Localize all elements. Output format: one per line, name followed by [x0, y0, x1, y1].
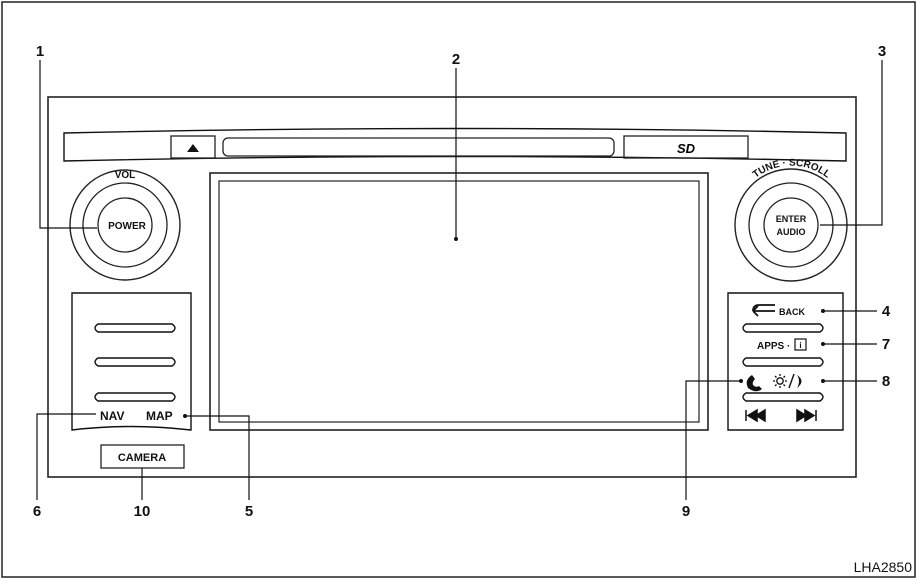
power-label: POWER — [108, 221, 147, 232]
back-button[interactable]: BACK — [752, 304, 805, 317]
sd-card-slot[interactable] — [623, 135, 749, 159]
left-button-1[interactable] — [94, 323, 176, 333]
right-button-divider-2 — [742, 357, 824, 367]
leader-6 — [36, 413, 96, 500]
volume-knob-ring[interactable] — [82, 182, 168, 268]
right-button-cluster — [727, 292, 844, 431]
right-button-divider-1 — [742, 323, 824, 333]
info-icon-glyph: i — [799, 341, 801, 350]
phone-button[interactable] — [746, 375, 762, 392]
right-button-divider-3 — [742, 392, 824, 402]
eject-button[interactable] — [170, 135, 216, 159]
seek-forward-button[interactable] — [796, 408, 817, 423]
display-screen[interactable] — [218, 180, 700, 423]
info-icon — [794, 338, 807, 351]
callout-6: 6 — [33, 503, 41, 520]
left-button-cluster — [71, 292, 192, 431]
head-unit-outline — [47, 96, 857, 478]
leader-3 — [820, 60, 883, 226]
audio-label: AUDIO — [777, 227, 806, 237]
seek-forward-icon — [796, 408, 817, 423]
callout-1: 1 — [36, 43, 44, 60]
callout-3: 3 — [878, 43, 886, 60]
sun-icon — [773, 374, 787, 388]
day-night-button[interactable] — [773, 373, 802, 389]
display-screen-frame — [209, 172, 709, 431]
callout-8: 8 — [882, 373, 890, 390]
power-button[interactable] — [97, 197, 153, 253]
enter-label: ENTER — [776, 214, 807, 224]
sd-logo: SD — [677, 141, 696, 156]
left-button-3[interactable] — [94, 392, 176, 402]
nav-button-label[interactable]: NAV — [100, 409, 124, 423]
slash-divider — [788, 373, 795, 389]
slot-bar — [63, 127, 847, 162]
back-label: BACK — [779, 307, 805, 317]
leader-1 — [39, 60, 97, 229]
seek-back-icon — [745, 408, 766, 423]
apps-info-button[interactable]: APPS · i — [757, 338, 807, 352]
left-button-2[interactable] — [94, 357, 176, 367]
apps-label: APPS · — [757, 341, 790, 352]
callout-2: 2 — [452, 51, 460, 68]
disc-slot — [222, 137, 615, 157]
map-button-label[interactable]: MAP — [146, 409, 173, 423]
callout-9: 9 — [682, 503, 690, 520]
callout-7: 7 — [882, 336, 890, 353]
volume-knob-bezel — [69, 169, 181, 281]
camera-label: CAMERA — [118, 452, 166, 464]
eject-icon — [187, 144, 199, 152]
callout-10: 10 — [134, 503, 151, 520]
seek-back-button[interactable] — [745, 408, 766, 423]
leader-5 — [185, 415, 250, 500]
callout-4: 4 — [882, 303, 891, 320]
back-arrow-icon — [752, 304, 775, 317]
phone-icon — [746, 375, 762, 392]
figure-id: LHA2850 — [854, 559, 913, 575]
vol-label: VOL — [115, 170, 136, 181]
moon-icon — [797, 375, 802, 388]
leader-9 — [685, 380, 741, 500]
callout-5: 5 — [245, 503, 253, 520]
enter-audio-button[interactable] — [763, 197, 819, 253]
